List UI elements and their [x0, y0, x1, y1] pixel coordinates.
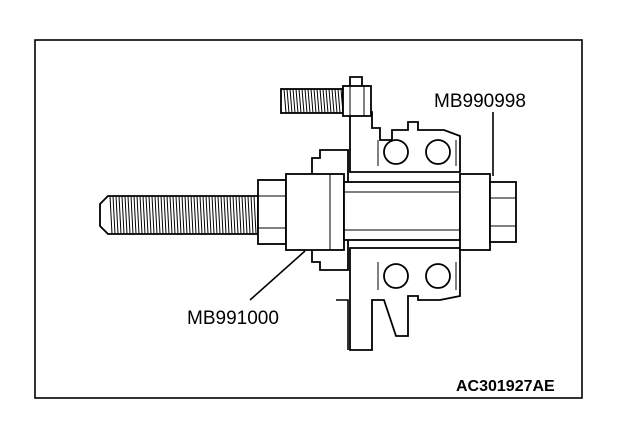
stud-thread-line: [307, 88, 311, 114]
label-mb990998: MB990998: [434, 91, 526, 112]
rod-thread-line: [181, 195, 185, 235]
rod-thread-line: [142, 195, 146, 235]
figure-id: AC301927AE: [456, 378, 555, 395]
label-mb991000: MB991000: [187, 308, 279, 329]
rod-thread-line: [118, 195, 122, 235]
rod-thread-line: [130, 195, 134, 235]
rod-thread-line: [244, 195, 248, 235]
tool-collar-mb991000: [285, 173, 345, 251]
tool-end-mb990998: [459, 173, 517, 251]
rod-thread-line: [112, 195, 116, 235]
rod-thread-line: [193, 195, 197, 235]
rod-thread-line: [241, 195, 245, 235]
rod-thread-line: [166, 195, 170, 235]
leader-lower: [249, 250, 306, 301]
ball-upper-left: [383, 139, 409, 165]
rod-thread-line: [232, 195, 236, 235]
rod-thread-line: [148, 195, 152, 235]
rod-thread-line: [124, 195, 128, 235]
special-tool-rod: [99, 195, 259, 235]
stud-thread-line: [328, 88, 332, 114]
rod-thread-line: [127, 195, 131, 235]
ball-upper-right: [425, 139, 451, 165]
ball-lower-right: [425, 263, 451, 289]
stud-thread-line: [337, 88, 341, 114]
rod-thread-line: [253, 195, 257, 235]
stud-thread-line: [286, 88, 290, 114]
rod-thread-line: [187, 195, 191, 235]
tool-nut: [257, 179, 287, 245]
rod-thread-line: [229, 195, 233, 235]
rod-thread-line: [226, 195, 230, 235]
rod-thread-line: [136, 195, 140, 235]
rod-thread-line: [139, 195, 143, 235]
rod-thread-line: [190, 195, 194, 235]
rod-thread-line: [202, 195, 206, 235]
ball-lower-left: [383, 263, 409, 289]
rod-thread-line: [250, 195, 254, 235]
rod-thread-line: [109, 195, 113, 235]
rod-thread-line: [175, 195, 179, 235]
rod-thread-line: [217, 195, 221, 235]
rod-thread-line: [154, 195, 158, 235]
stud-thread-line: [289, 88, 293, 114]
stud-thread-line: [301, 88, 305, 114]
rod-thread-line: [220, 195, 224, 235]
bearing-balls: [377, 139, 457, 290]
rod-thread-line: [121, 195, 125, 235]
rod-thread-line: [115, 195, 119, 235]
rod-thread-line: [208, 195, 212, 235]
rod-thread-line: [157, 195, 161, 235]
rod-thread-line: [211, 195, 215, 235]
rod-thread-line: [223, 195, 227, 235]
rod-thread-line: [169, 195, 173, 235]
rod-thread-line: [151, 195, 155, 235]
stud-thread-line: [313, 88, 317, 114]
wheel-stud: [280, 85, 372, 117]
stud-thread-line: [331, 88, 335, 114]
tool-shaft: [343, 181, 461, 241]
rod-thread-line: [172, 195, 176, 235]
rod-thread-line: [145, 195, 149, 235]
stud-thread-line: [310, 88, 314, 114]
rod-thread-line: [214, 195, 218, 235]
stud-thread-line: [316, 88, 320, 114]
rod-thread-line: [235, 195, 239, 235]
stud-thread-line: [325, 88, 329, 114]
stud-thread-line: [295, 88, 299, 114]
rod-thread-line: [184, 195, 188, 235]
rod-thread-line: [178, 195, 182, 235]
rod-thread-line: [238, 195, 242, 235]
rod-thread-line: [196, 195, 200, 235]
rod-thread-line: [247, 195, 251, 235]
stud-thread-line: [319, 88, 323, 114]
stud-thread-line: [298, 88, 302, 114]
stud-thread-line: [334, 88, 338, 114]
stud-thread-line: [322, 88, 326, 114]
rod-thread-line: [199, 195, 203, 235]
rod-thread-line: [163, 195, 167, 235]
stud-thread-line: [283, 88, 287, 114]
stud-thread-line: [304, 88, 308, 114]
rod-thread-line: [133, 195, 137, 235]
rod-thread-line: [160, 195, 164, 235]
rod-thread-line: [205, 195, 209, 235]
stud-thread-line: [292, 88, 296, 114]
